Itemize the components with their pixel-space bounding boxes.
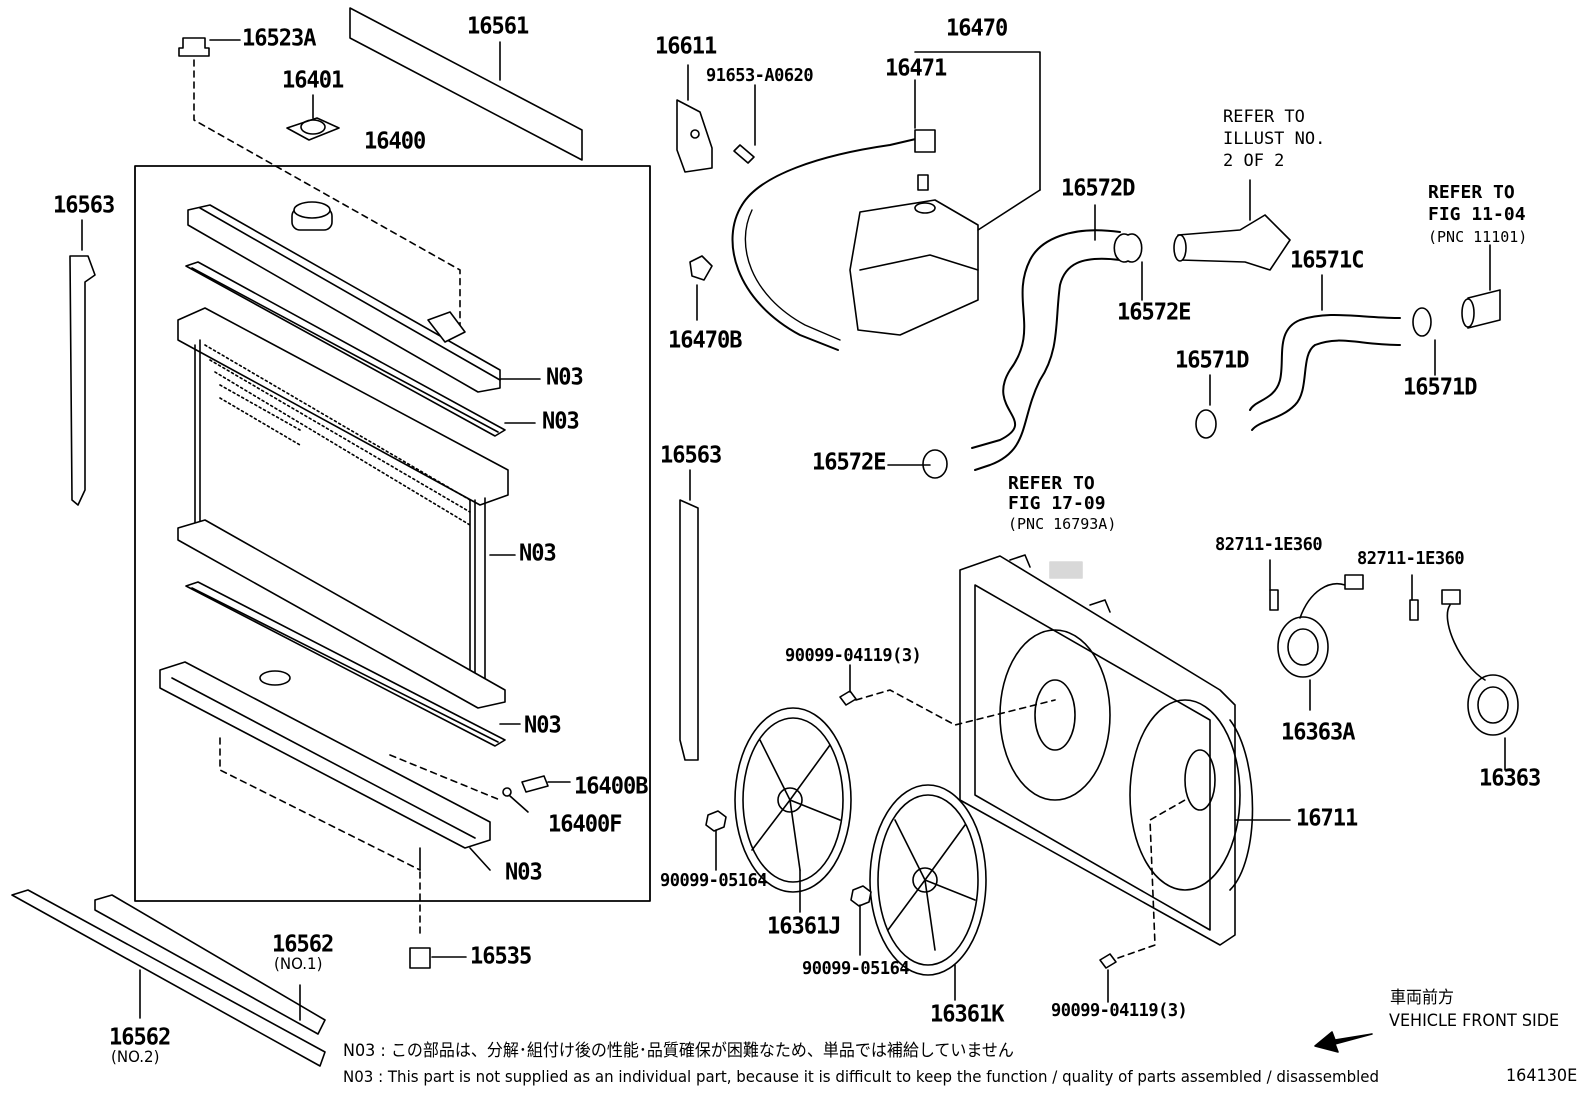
lower-gasket <box>185 581 506 747</box>
fan-16361K <box>869 784 987 1001</box>
callout-n03-5: N03 <box>505 859 543 886</box>
figure-id: 164130E <box>1506 1065 1578 1086</box>
callout-16562-no1: 16562 <box>272 931 334 958</box>
ref-illust: REFER TO ILLUST NO. 2 OF 2 <box>1223 107 1326 171</box>
callout-16471: 16471 <box>885 55 947 82</box>
callout-90099-05164-b: 90099-05164 <box>802 958 910 980</box>
clamp-16572E-lower <box>922 449 948 479</box>
callout-16562-no2-sub: (NO.2) <box>111 1047 160 1067</box>
callout-16572E-upper: 16572E <box>1117 299 1191 326</box>
callout-82711-1E360-a: 82711-1E360 <box>1215 534 1323 556</box>
note-en: N03 : This part is not supplied as an in… <box>343 1067 1380 1087</box>
callout-16523A: 16523A <box>242 25 316 52</box>
fan-motor-16363A <box>1269 559 1364 711</box>
bolt-90099-04119-b <box>1099 953 1117 969</box>
callout-16363: 16363 <box>1479 765 1541 792</box>
front-arrow-icon <box>1314 1031 1373 1053</box>
dash-16523A <box>193 59 461 331</box>
drain-plug-16400B <box>521 775 571 793</box>
callout-16535: 16535 <box>470 943 532 970</box>
nut-90099-05164-a <box>705 810 727 832</box>
fan-motor-16363 <box>1409 574 1519 771</box>
upper-tank <box>187 201 541 393</box>
callout-90099-04119-a: 90099-04119(3) <box>785 645 922 667</box>
cap-16523A <box>178 37 241 57</box>
ref-fig-17-09: REFER TO FIG 17-09 (PNC 16793A) <box>1008 473 1117 534</box>
callout-16563-mid: 16563 <box>660 442 722 469</box>
callout-n03-2: N03 <box>542 408 580 435</box>
lower-tank <box>159 661 491 871</box>
lower-hose-16571C <box>1249 274 1401 431</box>
seal-16562-no1 <box>94 894 326 1035</box>
seal-16563-mid <box>679 499 699 761</box>
callout-16572E-lower: 16572E <box>812 449 886 476</box>
callout-16470B: 16470B <box>668 327 742 354</box>
callout-16611: 16611 <box>655 33 717 60</box>
callout-16363A: 16363A <box>1281 719 1355 746</box>
ref-fig-11-04: REFER TO FIG 11-04 (PNC 11101) <box>1428 182 1528 246</box>
callout-16401: 16401 <box>282 67 344 94</box>
callout-16361J: 16361J <box>767 913 841 940</box>
callout-16711: 16711 <box>1296 805 1358 832</box>
callout-n03-1: N03 <box>546 364 584 391</box>
clamp-16572E-upper <box>1113 233 1143 263</box>
callout-16361K: 16361K <box>930 1001 1004 1028</box>
cushion-16535 <box>409 947 431 969</box>
fan-shroud-16711 <box>959 554 1291 946</box>
oring-16400F <box>502 787 512 797</box>
direction-en: VEHICLE FRONT SIDE <box>1389 1010 1560 1031</box>
callout-16400: 16400 <box>364 128 426 155</box>
callout-16400B: 16400B <box>574 773 648 800</box>
clamp-16571D-left <box>1195 409 1217 439</box>
radiator-cap-16401 <box>286 94 340 141</box>
radiator-group-frame <box>134 165 651 902</box>
clamp-16470B <box>689 255 713 281</box>
callout-16572D: 16572D <box>1061 175 1135 202</box>
note-jp: N03 : この部品は、分解･組付け後の性能･品質確保が困難なため、単品では補給… <box>343 1040 1014 1061</box>
callout-16563-left: 16563 <box>53 192 115 219</box>
seal-16561 <box>349 7 583 161</box>
direction-jp: 車両前方 <box>1390 987 1455 1008</box>
callout-16571D-left: 16571D <box>1175 347 1249 374</box>
radiator-core <box>177 307 516 709</box>
water-outlet <box>1173 179 1291 271</box>
callout-90099-05164-a: 90099-05164 <box>660 870 768 892</box>
bracket-16611 <box>676 64 713 173</box>
callout-16400F: 16400F <box>548 811 622 838</box>
bolt-90099-04119-a <box>839 690 857 706</box>
clamp-16571D-right <box>1412 307 1432 337</box>
callout-n03-3: N03 <box>519 540 557 567</box>
label-plate <box>1049 561 1083 579</box>
callout-90099-04119-b: 90099-04119(3) <box>1051 1000 1188 1022</box>
overflow-hose <box>741 137 921 206</box>
bolt-91653 <box>733 144 755 164</box>
callout-82711-1E360-b: 82711-1E360 <box>1357 548 1465 570</box>
upper-gasket <box>185 261 506 437</box>
fitting-16471 <box>914 129 936 153</box>
seal-16562-no2 <box>11 889 326 1067</box>
seal-16563-left <box>69 255 96 506</box>
callout-16571C: 16571C <box>1290 247 1364 274</box>
callout-n03-4: N03 <box>524 712 562 739</box>
callout-16470: 16470 <box>946 15 1008 42</box>
nut-90099-05164-b <box>850 885 872 907</box>
upper-hose-16572D <box>971 204 1121 471</box>
fan-16361J <box>734 707 852 913</box>
callout-16562-no1-sub: (NO.1) <box>274 954 323 974</box>
callout-16562-no2: 16562 <box>109 1024 171 1051</box>
callout-16571D-right: 16571D <box>1403 374 1477 401</box>
callout-16561: 16561 <box>467 13 529 40</box>
reservoir-tank-16470 <box>849 189 1041 336</box>
callout-91653-A0620: 91653-A0620 <box>706 65 814 87</box>
